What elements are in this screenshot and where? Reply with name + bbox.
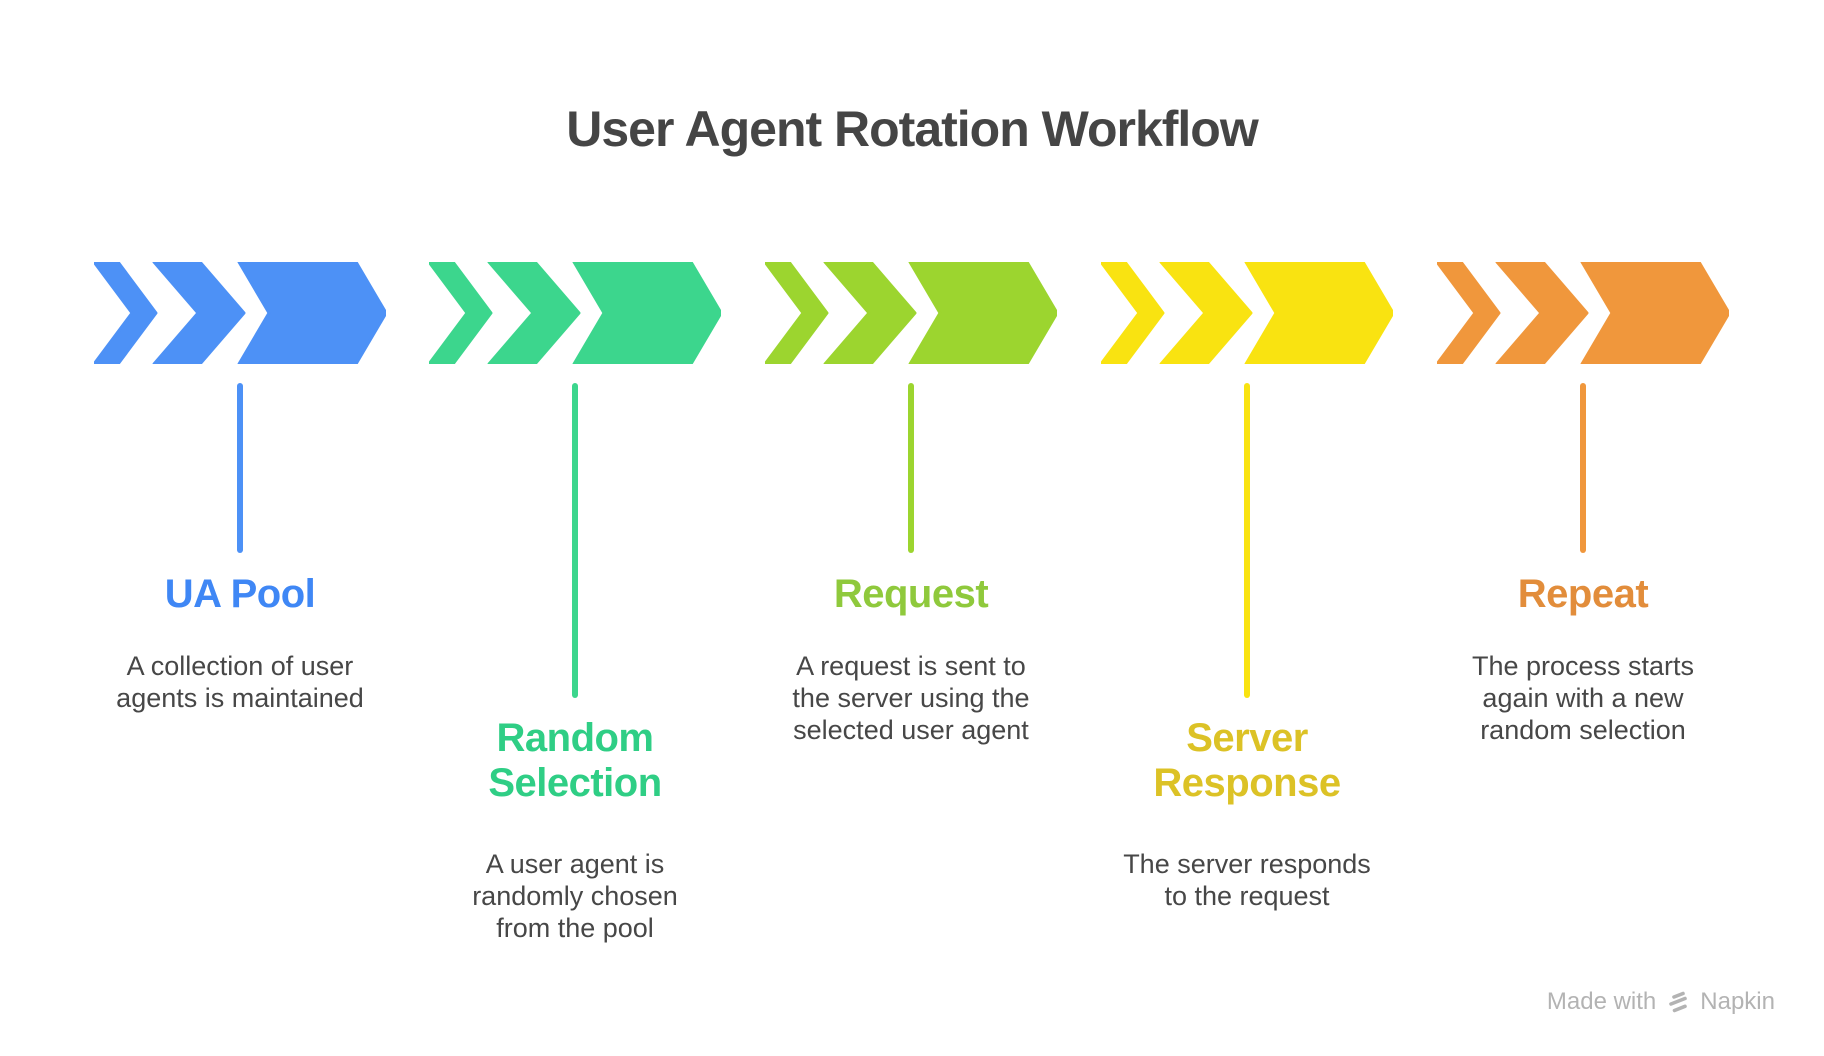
- stage-title: Request: [833, 572, 989, 616]
- napkin-brand-text: Napkin: [1700, 988, 1775, 1015]
- stage-title: Random Selection: [488, 716, 662, 805]
- stage-description: A user agent is randomly chosen from the…: [472, 849, 678, 943]
- triple-chevron-icon: [94, 262, 386, 364]
- napkin-logo-icon: [1669, 991, 1688, 1013]
- connector-line: [908, 383, 914, 553]
- stage-repeat: Repeat The process starts again with a n…: [1413, 0, 1753, 1056]
- triple-chevron-icon: [765, 262, 1057, 364]
- stage-description: A collection of user agents is maintaine…: [116, 651, 364, 713]
- stage-server-response: Server Response The server responds to t…: [1077, 0, 1417, 1056]
- triple-chevron-icon: [1437, 262, 1729, 364]
- triple-chevron-icon: [429, 262, 721, 364]
- connector-line: [572, 383, 578, 698]
- connector-line: [1244, 383, 1250, 698]
- stage-random-selection: Random Selection A user agent is randoml…: [405, 0, 745, 1056]
- stage-request: Request A request is sent to the server …: [741, 0, 1081, 1056]
- stage-ua-pool: UA Pool A collection of user agents is m…: [70, 0, 410, 1056]
- stage-description: The server responds to the request: [1123, 849, 1371, 911]
- stage-description: A request is sent to the server using th…: [792, 651, 1030, 745]
- page-title: User Agent Rotation Workflow: [566, 101, 1258, 157]
- stage-title: UA Pool: [164, 572, 316, 616]
- stage-description: The process starts again with a new rand…: [1471, 651, 1695, 745]
- connector-line: [1580, 383, 1586, 553]
- stage-title: Server Response: [1153, 716, 1341, 805]
- stage-title: Repeat: [1517, 572, 1649, 616]
- watermark: Made with Napkin: [1547, 988, 1775, 1016]
- triple-chevron-icon: [1101, 262, 1393, 364]
- made-with-text: Made with: [1546, 988, 1657, 1015]
- connector-line: [237, 383, 243, 553]
